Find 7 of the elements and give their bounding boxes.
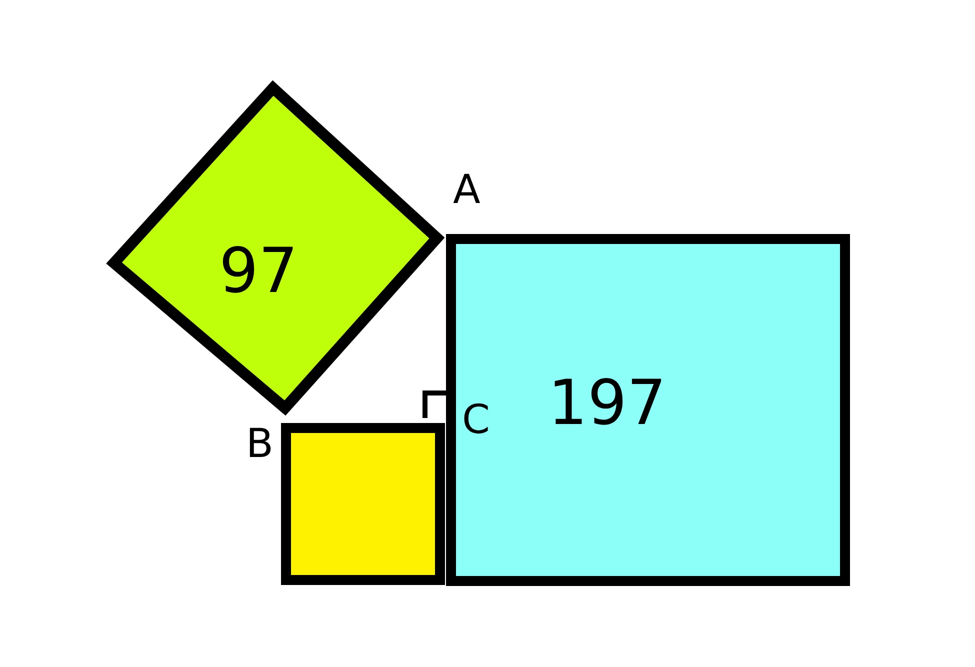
vertex-label: B xyxy=(246,424,274,464)
vertex-label: C xyxy=(462,400,490,440)
square xyxy=(281,423,445,585)
square xyxy=(446,234,850,586)
area-value: 97 xyxy=(219,240,298,302)
vertex-label: A xyxy=(453,170,480,210)
area-value: 197 xyxy=(548,372,666,434)
